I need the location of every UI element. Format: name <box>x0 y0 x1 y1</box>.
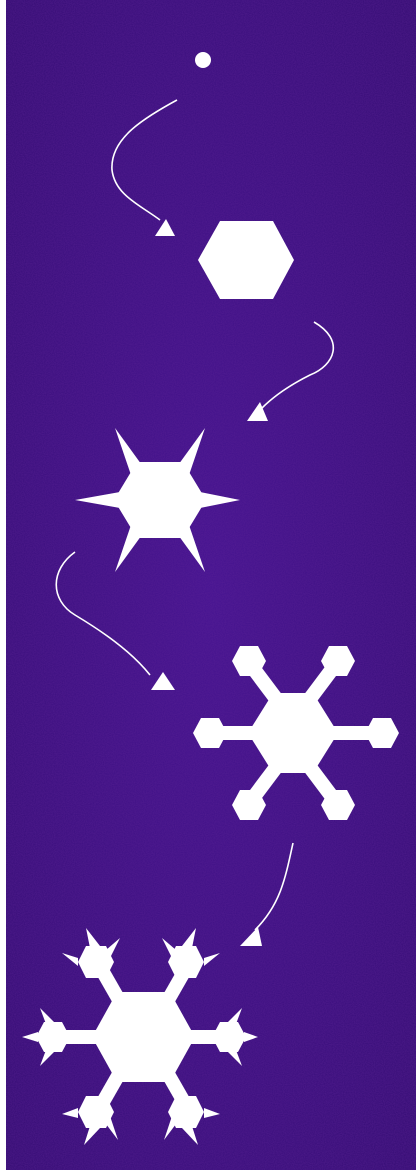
left-margin <box>0 0 6 1170</box>
seed-crystal <box>195 52 211 68</box>
background-texture <box>6 0 416 1170</box>
stage-seed <box>195 52 211 68</box>
